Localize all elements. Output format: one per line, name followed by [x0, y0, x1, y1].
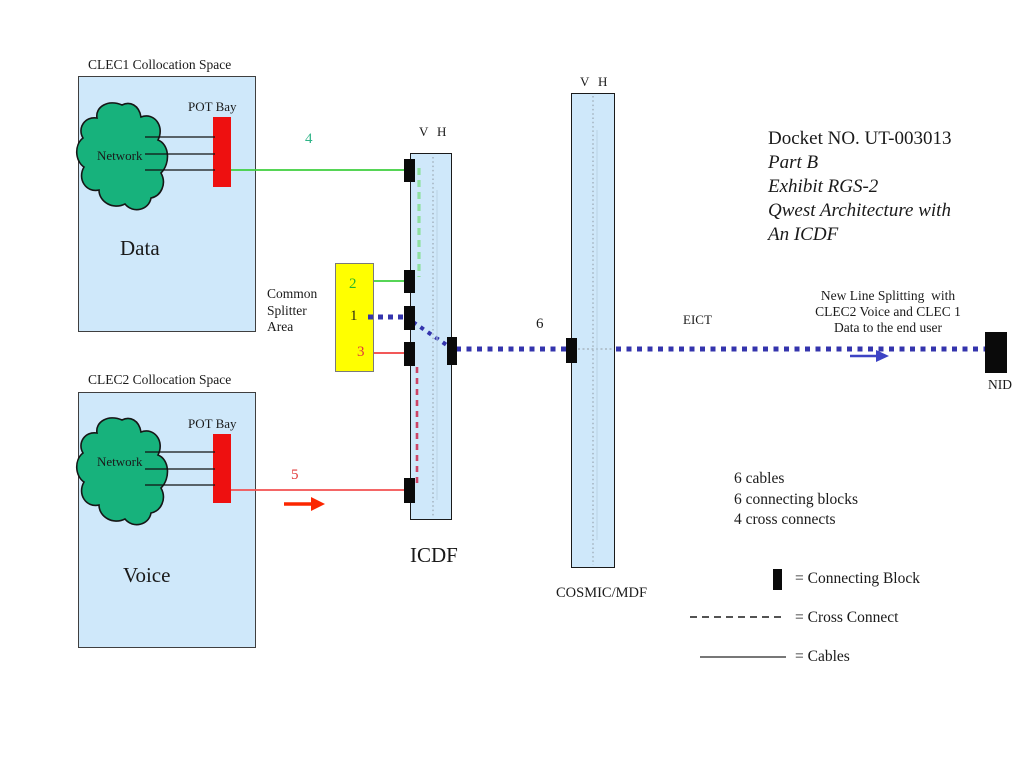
splitter-area-label: Common Splitter Area: [267, 286, 321, 334]
note-line-3: Data to the end user: [834, 320, 942, 335]
icdf-v-label: V: [419, 124, 429, 139]
cable-4-label: 4: [305, 131, 313, 147]
summary-cross-connects: 4 cross connects: [734, 511, 836, 528]
clec2-title: CLEC2 Collocation Space: [88, 372, 232, 387]
splitter-port-1: 1: [350, 308, 358, 324]
nid-box: [985, 332, 1007, 373]
cable-5-label: 5: [291, 467, 299, 483]
legend-connecting-block-icon: [773, 569, 782, 590]
summary-cables: 6 cables: [734, 470, 785, 487]
docket-line-4: Qwest Architecture with: [768, 200, 951, 221]
summary-connecting-blocks: 6 connecting blocks: [734, 490, 858, 508]
cosmic-connecting-block: [566, 338, 577, 363]
legend-cross-connect-label: = Cross Connect: [795, 609, 899, 626]
icdf-frame: [410, 153, 452, 520]
eict-label: EICT: [683, 312, 712, 327]
line-splitting-note: New Line Splitting with CLEC2 Voice and …: [788, 288, 988, 336]
legend-connecting-block-label: = Connecting Block: [795, 570, 920, 587]
nid-label: NID: [988, 377, 1012, 392]
icdf-label: ICDF: [410, 543, 458, 567]
clec1-pot-bay-label: POT Bay: [188, 99, 237, 114]
legend-cables-label: = Cables: [795, 648, 850, 665]
cosmic-h-label: H: [598, 74, 608, 89]
splitter-port-3: 3: [357, 344, 365, 360]
counts-summary: 6 cables 6 connecting blocks 4 cross con…: [734, 469, 858, 531]
clec1-network-label: Network: [97, 148, 143, 163]
icdf-connecting-block-4: [404, 342, 415, 366]
note-line-1: New Line Splitting with: [820, 288, 956, 303]
docket-text: Docket NO. UT-003013 Part B Exhibit RGS-…: [768, 127, 951, 247]
clec1-service-label: Data: [120, 236, 160, 260]
cable-5-direction-arrow: [284, 497, 325, 511]
splitter-port-2: 2: [349, 276, 357, 292]
cosmic-v-label: V: [580, 74, 590, 89]
cable-6-label: 6: [536, 316, 544, 332]
icdf-connecting-block-3: [404, 306, 415, 330]
icdf-connecting-block-2: [404, 270, 415, 293]
eict-direction-arrow: [850, 350, 889, 362]
clec2-pot-bay-bar: [213, 434, 231, 503]
note-line-2: CLEC2 Voice and CLEC 1: [815, 304, 961, 319]
docket-line-3: Exhibit RGS-2: [768, 176, 879, 197]
splitter-box: [335, 263, 374, 372]
docket-line-1: Docket NO. UT-003013: [768, 128, 952, 149]
docket-line-5: An ICDF: [768, 224, 839, 245]
clec1-title: CLEC1 Collocation Space: [88, 57, 232, 72]
docket-line-2: Part B: [768, 152, 819, 173]
icdf-h-label: H: [437, 124, 447, 139]
clec2-service-label: Voice: [123, 563, 171, 587]
clec1-pot-bay-bar: [213, 117, 231, 187]
icdf-connecting-block-out: [447, 337, 457, 365]
cosmic-frame: [571, 93, 615, 568]
clec2-network-label: Network: [97, 454, 143, 469]
cosmic-label: COSMIC/MDF: [556, 585, 648, 601]
icdf-connecting-block-5: [404, 478, 415, 503]
icdf-connecting-block-1: [404, 159, 415, 182]
clec2-pot-bay-label: POT Bay: [188, 416, 237, 431]
